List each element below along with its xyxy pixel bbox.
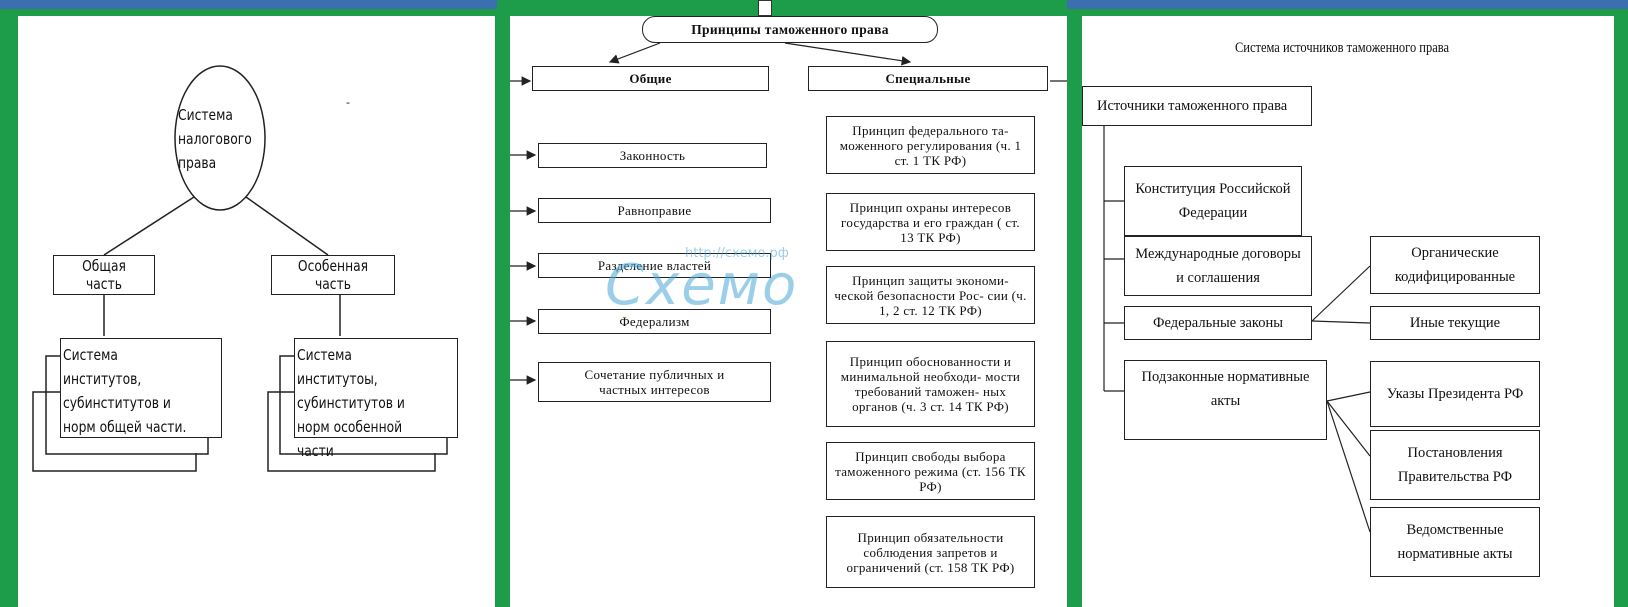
general-principle-item: Федерализм (538, 309, 771, 334)
special-principles-label: Специальные (885, 71, 971, 86)
special-principle-item: Принцип охраны интересов государства и е… (826, 193, 1035, 251)
watermark-url: http://схемо.рф (685, 246, 789, 261)
decrees-box: Указы Президента РФ (1370, 361, 1540, 427)
special-principle-text: Принцип обоснованности и минимальной нео… (840, 354, 1021, 414)
general-principle-item: Законность (538, 143, 767, 168)
top-strip (0, 0, 497, 9)
special-principles-box: Специальные (808, 66, 1048, 91)
sources-root-label: Источники таможенного права (1097, 98, 1288, 114)
general-principle-text: Федерализм (619, 314, 690, 329)
other-current-label: Иные текущие (1409, 315, 1501, 331)
special-principle-item: Принцип обязательности соблюдения запрет… (826, 516, 1035, 588)
general-part-label: Общая часть (82, 257, 126, 293)
bylaws-box: Подзаконные нормативные акты (1124, 360, 1327, 440)
intl-agreements-box: Международные договоры и соглашения (1124, 236, 1312, 296)
federal-laws-label: Федеральные законы (1153, 315, 1283, 331)
general-principle-text: Сочетание публичных и частных интересов (584, 367, 725, 397)
top-strip (1067, 0, 1628, 9)
watermark: http://схемо.рф Схемо (605, 246, 799, 318)
federal-laws-box: Федеральные законы (1124, 306, 1312, 340)
general-principle-text: Равноправие (617, 203, 692, 218)
departmental-label: Ведомственные нормативные акты (1397, 522, 1513, 562)
special-principle-text: Принцип федерального та- моженного регул… (839, 122, 1022, 168)
general-items-text: Система институтов, субинститутов и норм… (63, 346, 187, 436)
special-part-box: Особенная часть (271, 255, 395, 295)
watermark-logo: Схемо (605, 253, 799, 318)
top-tab (758, 0, 772, 16)
center-node: Система налогового права (178, 106, 252, 172)
other-current-box: Иные текущие (1370, 306, 1540, 340)
general-principle-item: Сочетание публичных и частных интересов (538, 362, 771, 402)
tax-law-system-diagram: - Система налогового права Общая часть О… (18, 16, 495, 607)
sources-root-box: Источники таможенного права (1082, 86, 1312, 126)
connector-lines (510, 42, 1067, 385)
organic-box: Органические кодифицированные (1370, 236, 1540, 294)
general-items-box: Система институтов, субинститутов и норм… (60, 338, 222, 438)
special-principle-text: Принцип свободы выбора таможенного режим… (835, 448, 1026, 494)
general-principle-text: Законность (619, 148, 686, 163)
decrees-label: Указы Президента РФ (1386, 386, 1524, 402)
special-principle-item: Принцип защиты экономи- ческой безопасно… (826, 266, 1035, 324)
constitution-box: Конституция Российской Федерации (1124, 166, 1302, 236)
special-principle-text: Принцип охраны интересов государства и е… (841, 199, 1020, 245)
svg-text:-: - (346, 95, 350, 109)
general-part-box: Общая часть (53, 255, 155, 295)
general-principles-label: Общие (629, 71, 672, 86)
special-principle-text: Принцип обязательности соблюдения запрет… (846, 529, 1015, 575)
special-part-label: Особенная часть (297, 257, 369, 293)
general-principles-box: Общие (532, 66, 769, 91)
bylaws-label: Подзаконные нормативные акты (1141, 369, 1310, 409)
constitution-label: Конституция Российской Федерации (1135, 181, 1291, 221)
general-principle-item: Равноправие (538, 198, 771, 223)
principles-title: Принципы таможенного права (691, 22, 889, 37)
resolutions-label: Постановления Правительства РФ (1397, 445, 1513, 485)
special-items-text: Система институтоы, субинститутов и норм… (297, 346, 405, 460)
organic-label: Органические кодифицированные (1394, 245, 1516, 285)
special-principle-item: Принцип обоснованности и минимальной нео… (826, 341, 1035, 427)
connector-lines: - (32, 65, 448, 472)
special-principle-text: Принцип защиты экономи- ческой безопасно… (834, 272, 1027, 318)
connector-lines (1103, 126, 1371, 533)
customs-law-principles-diagram: Принципы таможенного права Общие Специал… (510, 16, 1067, 607)
special-items-box: Система институтоы, субинститутов и норм… (294, 338, 458, 460)
departmental-box: Ведомственные нормативные акты (1370, 507, 1540, 577)
sources-title: Система источников таможенного права (1234, 40, 1450, 56)
general-principle-text: Разделение властей (597, 258, 712, 273)
customs-law-sources-diagram: Система источников таможенного права Ист… (1082, 16, 1614, 607)
resolutions-box: Постановления Правительства РФ (1370, 430, 1540, 500)
special-principle-item: Принцип федерального та- моженного регул… (826, 116, 1035, 174)
principles-title-box: Принципы таможенного права (642, 16, 938, 43)
special-principle-item: Принцип свободы выбора таможенного режим… (826, 442, 1035, 500)
general-principle-item: Разделение властей (538, 253, 771, 278)
intl-agreements-label: Международные договоры и соглашения (1135, 246, 1301, 286)
